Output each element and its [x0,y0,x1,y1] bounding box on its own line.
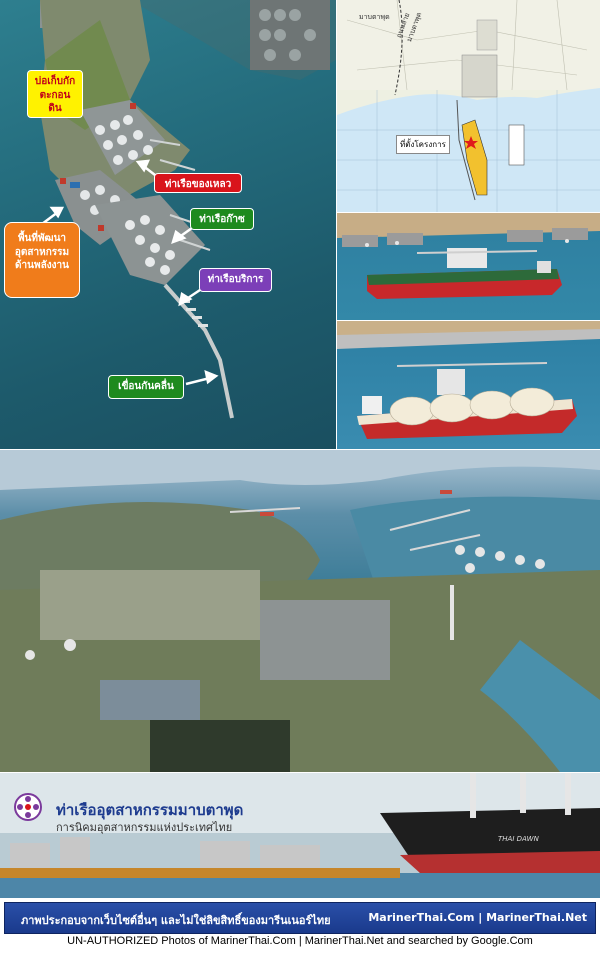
photo-credit: UN-AUTHORIZED Photos of MarinerThai.Com … [67,935,533,947]
site-links[interactable]: MarinerThai.Com | MarinerThai.Net [368,911,587,924]
port-title: ท่าเรืออุตสาหกรรมมาบตาพุด [56,801,244,819]
liquid-pier-label: ท่าเรือของเหลว [154,173,242,193]
location-map: ที่ตั้งโครงการ มาบตาพุด ถนนสาย มาบตาพุด [337,0,600,212]
reclaim-pond-label: บ่อเก็บกัก ตะกอนดิน [27,70,83,118]
oil-tanker-drawing [337,213,600,299]
ieat-logo-icon [14,793,42,821]
footer-bar: ภาพประกอบจากเว็บไซต์อื่นๆ และไม่ใช่ลิขสิ… [4,902,596,934]
project-location-star-icon [464,136,478,149]
gas-pier-label: ท่าเรือก๊าซ [190,208,254,230]
aerial-photo [0,450,600,772]
town-label: มาบตาพุด [359,13,390,21]
port-plan-drawing [0,0,336,419]
lng-carrier-drawing [337,321,600,439]
project-location-label: ที่ตั้งโครงการ [396,135,450,154]
port-subtitle: การนิคมอุตสาหกรรมแห่งประเทศไทย [56,821,233,834]
service-pier-label: ท่าเรือบริการ [199,268,272,292]
port-banner: THAI DAWN [0,773,600,898]
energy-industry-area-label: พื้นที่พัฒนา อุตสาหกรรม ด้านพลังงาน [4,222,80,298]
ship-name: THAI DAWN [498,835,539,843]
oil-tanker-render [337,213,600,320]
lng-carrier-render [337,321,600,449]
port-plan-image: บ่อเก็บกัก ตะกอนดิน ท่าเรือของเหลว ท่าเร… [0,0,336,449]
port-banner-drawing [0,773,600,898]
aerial-photo-drawing [0,450,600,772]
copyright-notice: ภาพประกอบจากเว็บไซต์อื่นๆ และไม่ใช่ลิขสิ… [21,914,331,927]
breakwater-label: เขื่อนกันคลื่น [108,375,184,399]
location-map-drawing [337,0,600,212]
